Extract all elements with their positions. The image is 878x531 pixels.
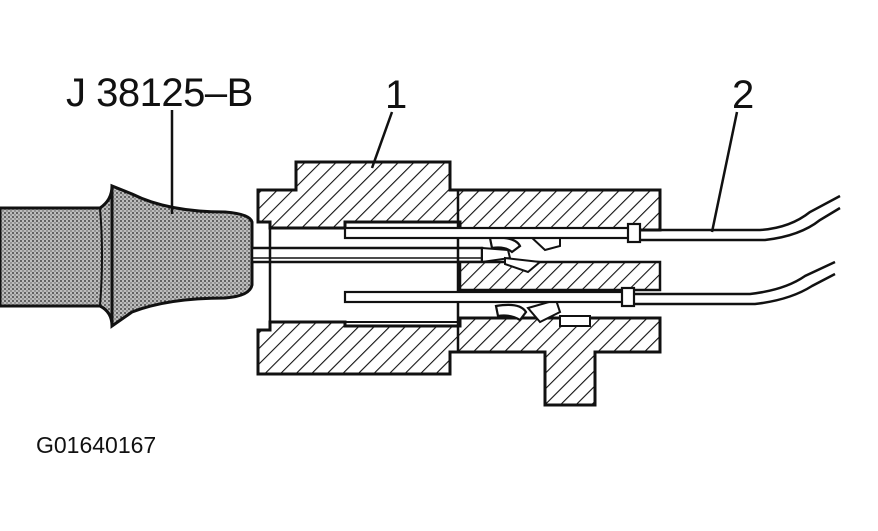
tool-probe bbox=[250, 246, 512, 264]
tool-label: J 38125–B bbox=[66, 71, 253, 115]
handle-flange-curve bbox=[99, 207, 103, 307]
terminal-pin-lower bbox=[343, 286, 636, 308]
terminal-latches bbox=[488, 235, 591, 327]
tool-handle bbox=[0, 183, 254, 329]
wire-upper bbox=[640, 194, 841, 242]
terminal-pin-upper bbox=[343, 222, 642, 244]
wire-lower bbox=[634, 260, 836, 306]
leader-line-2 bbox=[710, 111, 739, 233]
leader-line-1 bbox=[370, 111, 394, 169]
figure-id: G01640167 bbox=[36, 432, 157, 458]
connector-housing bbox=[256, 160, 662, 407]
callout-2: 2 bbox=[732, 73, 754, 117]
callout-1: 1 bbox=[385, 73, 407, 117]
